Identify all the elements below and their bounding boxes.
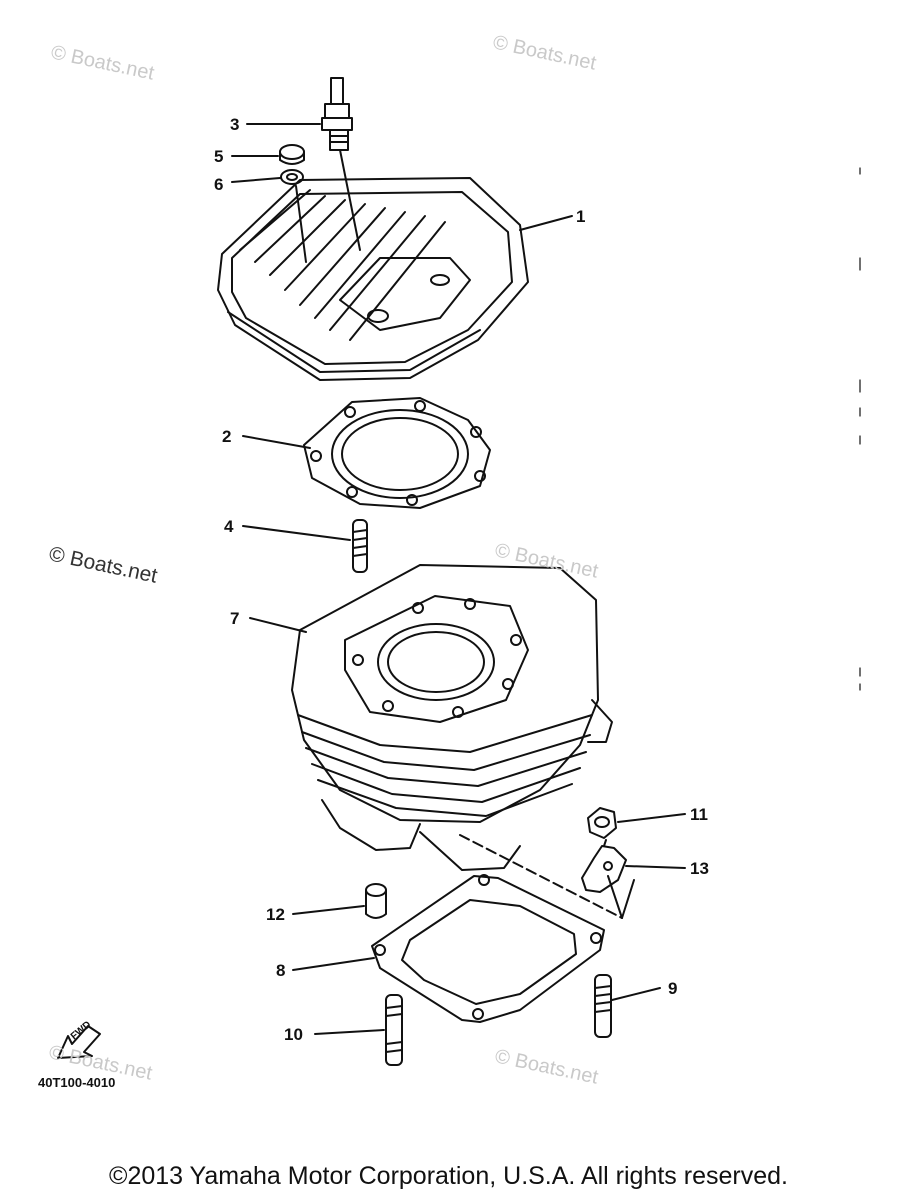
callout-9: 9 bbox=[668, 979, 677, 998]
callout-10: 10 bbox=[284, 1025, 303, 1044]
dowel-pin bbox=[365, 883, 387, 919]
fwd-label: FWD bbox=[69, 1019, 94, 1042]
cylinder-head bbox=[217, 177, 529, 381]
bracket-part-13 bbox=[581, 839, 627, 893]
stud-part-10 bbox=[385, 994, 403, 1066]
callout-11: 11 bbox=[690, 805, 708, 824]
callout-3: 3 bbox=[230, 115, 239, 134]
callout-1: 1 bbox=[576, 207, 585, 226]
fwd-arrow-icon bbox=[57, 1025, 101, 1059]
callout-13: 13 bbox=[690, 859, 709, 878]
callout-12: 12 bbox=[266, 905, 285, 924]
nut-part-5 bbox=[279, 144, 305, 165]
watermark: © Boats.net bbox=[493, 1045, 601, 1088]
watermark: © Boats.net bbox=[491, 31, 599, 74]
callout-4: 4 bbox=[224, 517, 234, 536]
nut-part-11 bbox=[587, 807, 617, 839]
watermark: © Boats.net bbox=[47, 542, 160, 587]
stud-part-9 bbox=[594, 974, 612, 1038]
callout-2: 2 bbox=[222, 427, 231, 446]
head-gasket bbox=[303, 397, 491, 509]
watermark: © Boats.net bbox=[49, 41, 157, 84]
copyright-notice: ©2013 Yamaha Motor Corporation, U.S.A. A… bbox=[109, 1162, 788, 1190]
callout-8: 8 bbox=[276, 961, 285, 980]
callout-7: 7 bbox=[230, 609, 239, 628]
spark-plug bbox=[321, 77, 353, 151]
callout-6: 6 bbox=[214, 175, 223, 194]
callout-5: 5 bbox=[214, 147, 223, 166]
base-gasket bbox=[371, 874, 605, 1023]
stud-part-4 bbox=[352, 519, 368, 573]
cylinder bbox=[291, 564, 613, 871]
washer-part-6 bbox=[280, 169, 304, 185]
watermark: © Boats.net bbox=[493, 539, 601, 582]
diagram-part-number: 40T100-4010 bbox=[38, 1075, 115, 1090]
